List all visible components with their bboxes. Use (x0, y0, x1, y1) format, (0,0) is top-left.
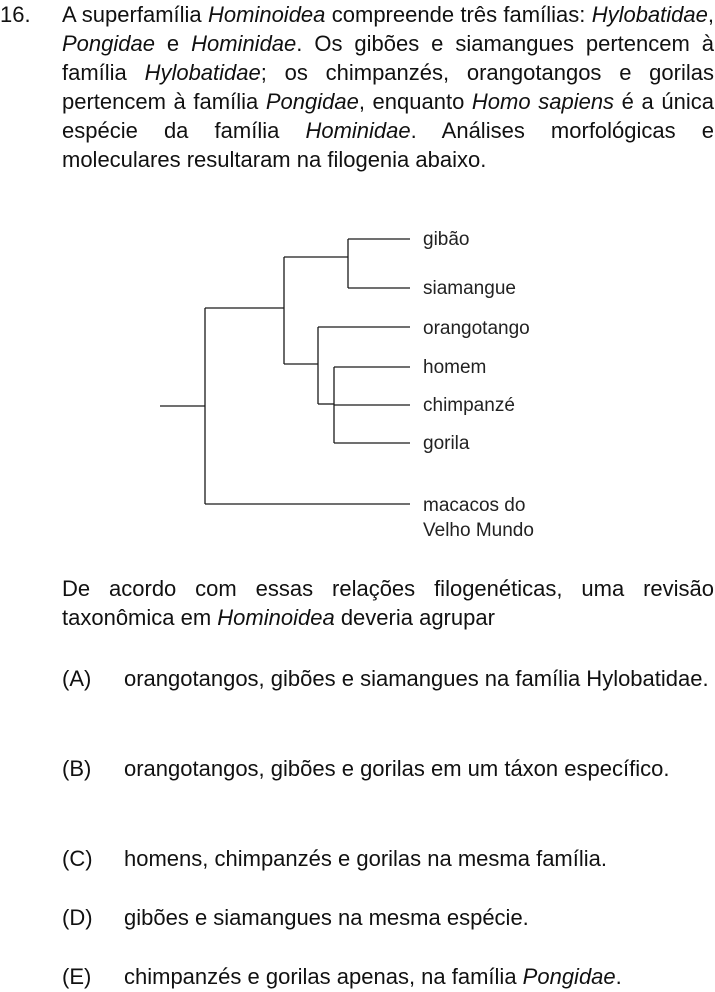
option-text: orangotangos, gibões e siamangues na fam… (124, 666, 709, 691)
leaf-label-siamangue: siamangue (423, 278, 516, 299)
leaf-label-chimpanze: chimpanzé (423, 395, 515, 416)
question-number: 16. (0, 2, 31, 27)
option-text: chimpanzés e gorilas apenas, na família … (124, 964, 622, 989)
option-text: gibões e siamangues na mesma espécie. (124, 905, 529, 930)
option-text: homens, chimpanzés e gorilas na mesma fa… (124, 846, 607, 871)
leaf-label-orangotango: orangotango (423, 318, 530, 339)
option-text: orangotangos, gibões e gorilas em um táx… (124, 756, 670, 781)
option-letter: (D) (62, 905, 93, 930)
leaf-label-macacos: macacos do Velho Mundo (423, 495, 534, 541)
option-a[interactable]: (A) orangotangos, gibões e siamangues na… (62, 664, 714, 693)
option-b[interactable]: (B) orangotangos, gibões e gorilas em um… (62, 754, 714, 783)
question-prompt: De acordo com essas relações filogenétic… (62, 576, 714, 630)
leaf-label-gibao: gibão (423, 229, 470, 250)
option-letter: (E) (62, 964, 92, 989)
option-c[interactable]: (C) homens, chimpanzés e gorilas na mesm… (62, 844, 714, 873)
option-d[interactable]: (D) gibões e siamangues na mesma espécie… (62, 903, 714, 932)
leaf-label-homem: homem (423, 357, 487, 378)
question-stem: A superfamília Hominoidea compreende trê… (62, 2, 715, 172)
leaf-label-gorila: gorila (423, 433, 470, 454)
option-letter: (C) (62, 846, 93, 871)
option-letter: (A) (62, 666, 92, 691)
option-e[interactable]: (E) chimpanzés e gorilas apenas, na famí… (62, 962, 714, 991)
option-letter: (B) (62, 756, 92, 781)
